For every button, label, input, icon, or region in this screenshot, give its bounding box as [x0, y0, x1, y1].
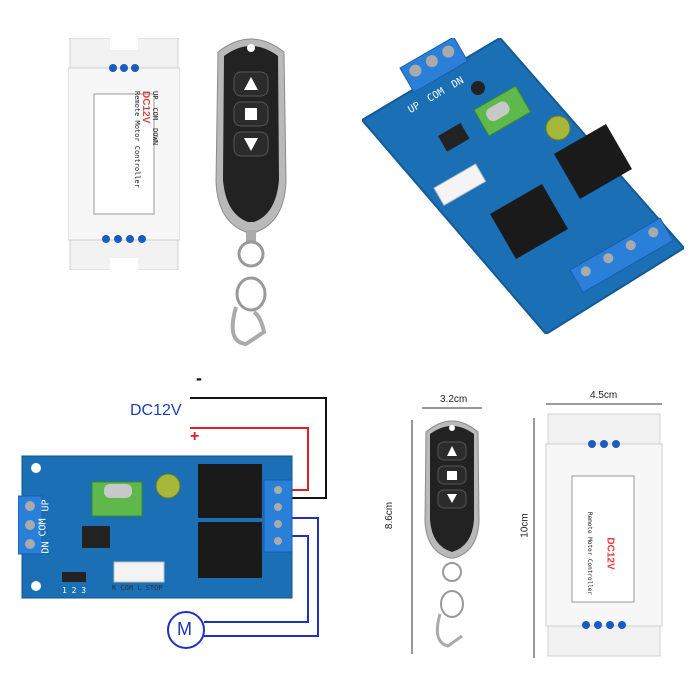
- board-bottom-text: K COM L STOP: [112, 584, 163, 592]
- board-dn-label: DN: [40, 541, 52, 554]
- box-label-product: Remote Motor Controller: [586, 511, 594, 596]
- motor-label: M: [177, 619, 192, 639]
- controller-box-top: [68, 38, 180, 270]
- controller-box-dimension-figure: [520, 396, 670, 666]
- wiring-plus-label: +: [190, 428, 200, 445]
- remote-height-label: 8.6cm: [384, 501, 396, 530]
- label-down: DOWN: [151, 128, 159, 145]
- board-up-label: UP: [40, 499, 52, 512]
- box-width-label: 4.5cm: [590, 390, 618, 401]
- label-voltage: DC12V: [140, 91, 151, 124]
- box-height-label: 10cm: [519, 513, 531, 538]
- remote-fob-top: [206, 32, 296, 350]
- wiring-minus-label: -: [196, 368, 202, 388]
- box-label-voltage: DC12V: [604, 537, 616, 570]
- wiring-diagram: [18, 370, 338, 670]
- pcb-board-photo: [362, 38, 684, 334]
- wiring-voltage-label: DC12V: [130, 402, 182, 419]
- remote-dimension-figure: [392, 392, 502, 662]
- label-com: COM: [151, 107, 159, 121]
- label-product: Remote Motor Controller: [133, 91, 141, 188]
- remote-width-label: 3.2cm: [440, 394, 468, 405]
- board-pins-label: 1 2 3: [62, 586, 87, 595]
- board-com-label: COM: [37, 518, 49, 537]
- controller-label-top: UP COM DOWN DC12V Remote Motor Controlle…: [103, 91, 159, 201]
- label-up: UP: [151, 91, 159, 100]
